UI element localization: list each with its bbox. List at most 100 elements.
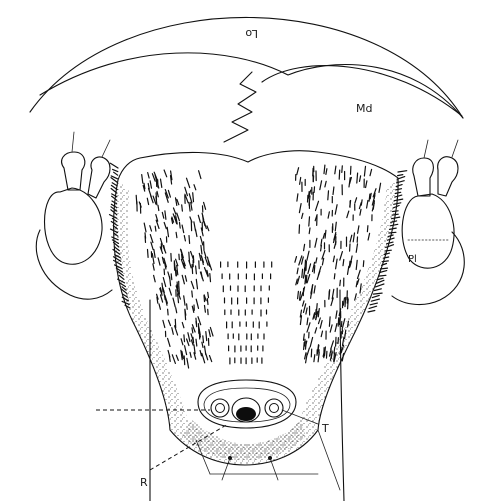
seta [330, 325, 332, 332]
seta [163, 278, 165, 287]
seta [192, 328, 193, 333]
fringe-seta [373, 293, 382, 294]
seta [206, 354, 208, 360]
seta [325, 181, 326, 187]
seta [348, 321, 349, 327]
seta [185, 346, 187, 355]
seta [315, 238, 317, 247]
seta [295, 257, 297, 263]
seta [306, 308, 307, 314]
seta [333, 256, 334, 262]
seta [306, 341, 307, 349]
seta [317, 304, 318, 311]
seta [318, 345, 319, 351]
seta [309, 228, 310, 234]
seta [366, 181, 367, 188]
seta [326, 169, 327, 175]
seta [189, 194, 192, 203]
seta [322, 258, 323, 265]
seta [374, 193, 375, 198]
fringe-seta [377, 280, 384, 283]
seta [164, 170, 167, 177]
seta [320, 181, 322, 190]
seta [314, 286, 315, 293]
seta [176, 232, 177, 237]
seta [297, 276, 299, 283]
fringe-seta [370, 303, 377, 305]
seta [334, 274, 335, 279]
seta [334, 353, 335, 361]
seta [314, 355, 315, 362]
fringe-seta [398, 175, 403, 176]
left-sensillum [211, 399, 229, 417]
seta [206, 332, 207, 341]
seta [150, 226, 152, 231]
seta [193, 193, 194, 202]
seta [204, 252, 206, 258]
seta [300, 178, 301, 185]
seta [171, 274, 172, 280]
seta [340, 252, 343, 261]
seta [154, 275, 156, 281]
seta [353, 233, 354, 242]
fringe-seta [381, 268, 388, 269]
seta [355, 198, 357, 203]
seta [188, 333, 190, 342]
fringe-seta [398, 171, 407, 172]
seta [314, 266, 315, 273]
seta [196, 299, 198, 308]
seta [358, 226, 359, 233]
seta [196, 321, 197, 327]
seta [184, 296, 185, 305]
seta [161, 179, 162, 187]
fringe-seta [385, 250, 391, 251]
seta [320, 321, 322, 329]
seta [367, 226, 368, 232]
seta [154, 250, 155, 258]
seta [357, 279, 359, 284]
seta [164, 223, 166, 229]
seta [306, 275, 307, 282]
seta [307, 251, 309, 260]
seta [336, 311, 337, 318]
seta [356, 260, 357, 269]
seta [297, 268, 298, 274]
seta [181, 339, 183, 345]
seta [331, 351, 332, 358]
fringe-seta [389, 232, 396, 233]
seta [304, 244, 305, 250]
right-sensillum [265, 399, 283, 417]
seta [184, 236, 185, 241]
seta [309, 192, 310, 198]
seta [316, 258, 317, 263]
seta [177, 200, 179, 205]
seta [165, 211, 166, 219]
seta [187, 339, 189, 346]
seta [142, 175, 143, 184]
seta [307, 275, 310, 283]
left-palp-seta-2 [102, 140, 110, 157]
seta [318, 309, 319, 317]
seta [333, 187, 334, 195]
seta [363, 261, 364, 267]
seta [196, 339, 197, 346]
seta [204, 202, 206, 209]
left-palp-base [45, 188, 103, 264]
seta [345, 297, 346, 306]
seta [309, 217, 310, 226]
seta [182, 205, 183, 211]
fringe-seta [369, 306, 377, 308]
seta [172, 328, 174, 335]
right-palp-seta-2 [452, 140, 458, 157]
label-t: T [321, 422, 329, 435]
seta [328, 191, 329, 200]
right-palp-segment-1 [413, 158, 434, 196]
seta [356, 244, 357, 252]
label-r: R [140, 476, 148, 489]
seta [335, 222, 336, 231]
fringe-seta [371, 299, 379, 301]
seta [343, 260, 344, 266]
fringe-seta [379, 275, 386, 276]
left-palp-segment-1 [62, 152, 85, 190]
